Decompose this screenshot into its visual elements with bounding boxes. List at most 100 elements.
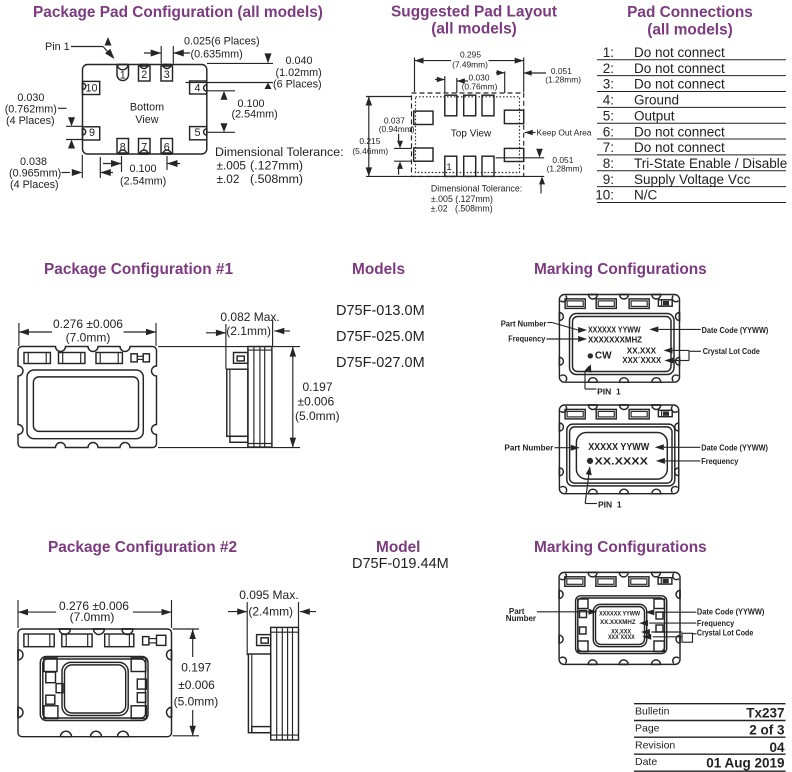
svg-text:(0.76mm): (0.76mm)	[462, 81, 498, 91]
svg-text:(5.46mm): (5.46mm)	[352, 146, 388, 156]
svg-text:(2.54mm): (2.54mm)	[120, 176, 166, 188]
svg-text:04: 04	[769, 740, 785, 755]
svg-text:XXXXXXXMHZ: XXXXXXXMHZ	[588, 335, 642, 344]
svg-text:0.025(6 Places): 0.025(6 Places)	[184, 36, 260, 48]
svg-text:Frequency: Frequency	[508, 335, 545, 344]
svg-text:(2.54mm): (2.54mm)	[232, 109, 278, 121]
svg-text:8:: 8:	[603, 156, 614, 171]
svg-text:XX.XXX: XX.XXX	[611, 629, 632, 636]
svg-text:XXXXXX YYWW: XXXXXX YYWW	[588, 325, 641, 334]
svg-text:Crystal Lot Code: Crystal Lot Code	[703, 347, 761, 356]
svg-text:4:: 4:	[603, 93, 614, 108]
svg-text:View: View	[135, 114, 158, 126]
svg-text:9:: 9:	[603, 172, 614, 187]
svg-text:Supply Voltage Vcc: Supply Voltage Vcc	[634, 172, 751, 187]
svg-text:5: 5	[194, 127, 200, 139]
svg-text:Package Configuration #2: Package Configuration #2	[48, 539, 237, 556]
svg-text:Tri-State Enable / Disable: Tri-State Enable / Disable	[634, 156, 787, 171]
svg-text:(.127mm): (.127mm)	[250, 159, 303, 173]
svg-text:Do not connect: Do not connect	[634, 77, 725, 92]
svg-text:0.197: 0.197	[303, 380, 333, 394]
svg-text:XXX´XXXX: XXX´XXXX	[608, 634, 635, 641]
svg-text:Frequency: Frequency	[701, 457, 738, 466]
svg-text:2 of 3: 2 of 3	[749, 722, 785, 737]
svg-text:Model: Model	[376, 539, 420, 556]
svg-text:D75F-027.0M: D75F-027.0M	[336, 355, 425, 371]
svg-text:Crystal Lot Code: Crystal Lot Code	[697, 629, 754, 638]
svg-text:Date Code (YYWW): Date Code (YYWW)	[701, 443, 768, 452]
svg-text:XXXXXX YYWW: XXXXXX YYWW	[599, 610, 640, 617]
svg-text:10: 10	[85, 83, 97, 95]
svg-text:Pin 1: Pin 1	[45, 41, 70, 53]
svg-text:Suggested Pad Layout: Suggested Pad Layout	[391, 4, 557, 21]
svg-text:Revision: Revision	[635, 739, 675, 751]
svg-text:Date Code (YYWW): Date Code (YYWW)	[697, 608, 765, 617]
svg-text:Frequency: Frequency	[697, 619, 735, 628]
svg-text:Pad Connections: Pad Connections	[627, 4, 753, 21]
svg-text:XXXXX YYWW: XXXXX YYWW	[588, 441, 649, 453]
svg-text:Tx237: Tx237	[746, 706, 784, 721]
svg-text:(all models): (all models)	[647, 22, 733, 39]
svg-text:PIN 1: PIN 1	[597, 386, 621, 396]
svg-text:0.040: 0.040	[286, 55, 313, 67]
svg-text:Date: Date	[635, 756, 657, 768]
svg-text:(.508mm): (.508mm)	[250, 172, 303, 186]
svg-text:(4 Places): (4 Places)	[10, 179, 59, 191]
svg-text:0.037: 0.037	[384, 116, 405, 126]
svg-text:±.005: ±.005	[217, 159, 247, 173]
svg-text:(1.28mm): (1.28mm)	[547, 164, 583, 174]
svg-text:±0.006: ±0.006	[298, 395, 335, 409]
svg-text:1: 1	[446, 162, 451, 173]
svg-text:Part Number: Part Number	[504, 444, 553, 453]
svg-text:(0.94mm): (0.94mm)	[379, 124, 415, 134]
svg-text:Bulletin: Bulletin	[635, 706, 670, 718]
svg-text:0.095 Max.: 0.095 Max.	[239, 588, 298, 602]
svg-text:±.02 (.508mm): ±.02 (.508mm)	[431, 204, 493, 214]
svg-text:(5.0mm): (5.0mm)	[295, 409, 340, 423]
svg-text:Do not connect: Do not connect	[634, 45, 725, 60]
svg-text:Package Pad Configuration (all: Package Pad Configuration (all models)	[33, 4, 323, 21]
svg-text:Top View: Top View	[451, 129, 492, 140]
svg-text:±.02: ±.02	[217, 172, 240, 186]
svg-text:(7.0mm): (7.0mm)	[70, 610, 115, 624]
svg-text:XX.XXXMHZ: XX.XXXMHZ	[600, 619, 636, 626]
svg-text:(1.28mm): (1.28mm)	[545, 75, 581, 85]
svg-text:9: 9	[89, 127, 95, 139]
svg-text:Models: Models	[352, 261, 405, 278]
svg-text:Number: Number	[506, 614, 536, 623]
svg-text:Marking Configurations: Marking Configurations	[534, 261, 707, 278]
svg-text:0.295: 0.295	[460, 49, 481, 59]
svg-text:D75F-025.0M: D75F-025.0M	[336, 329, 425, 345]
svg-text:(7.49mm): (7.49mm)	[452, 59, 488, 69]
svg-text:Dimensional Tolerance:: Dimensional Tolerance:	[215, 145, 344, 159]
svg-text:10:: 10:	[595, 188, 614, 203]
svg-text:1:: 1:	[603, 45, 614, 60]
svg-text:4: 4	[194, 83, 200, 95]
svg-text:Part: Part	[509, 607, 525, 616]
svg-text:Part Number: Part Number	[501, 320, 547, 329]
svg-text:(7.0mm): (7.0mm)	[66, 331, 111, 345]
svg-text:0.030: 0.030	[17, 92, 44, 104]
svg-text:Page: Page	[635, 723, 660, 735]
svg-text:(0.762mm): (0.762mm)	[5, 104, 57, 116]
svg-text:(0.965mm): (0.965mm)	[9, 168, 61, 180]
svg-text:5:: 5:	[603, 108, 614, 123]
svg-text:Do not connect: Do not connect	[634, 140, 725, 155]
svg-text:1: 1	[120, 70, 126, 82]
svg-text:2:: 2:	[603, 61, 614, 76]
svg-text:D75F-019.44M: D75F-019.44M	[352, 556, 449, 572]
svg-text:Output: Output	[634, 108, 675, 123]
svg-text:Marking Configurations: Marking Configurations	[534, 539, 707, 556]
svg-text:(6 Places): (6 Places)	[273, 79, 322, 91]
svg-text:N/C: N/C	[634, 188, 658, 203]
svg-text:0.051: 0.051	[551, 66, 572, 76]
svg-text:0.082 Max.: 0.082 Max.	[220, 310, 279, 324]
svg-text:3: 3	[164, 69, 170, 81]
svg-text:0.038: 0.038	[20, 156, 47, 168]
svg-text:(2.1mm): (2.1mm)	[226, 324, 271, 338]
svg-text:(1.02mm): (1.02mm)	[276, 67, 322, 79]
svg-text:3:: 3:	[603, 77, 614, 92]
svg-text:6: 6	[164, 141, 170, 153]
svg-text:Date Code (YYWW): Date Code (YYWW)	[702, 326, 769, 335]
svg-text:Bottom: Bottom	[130, 102, 164, 114]
